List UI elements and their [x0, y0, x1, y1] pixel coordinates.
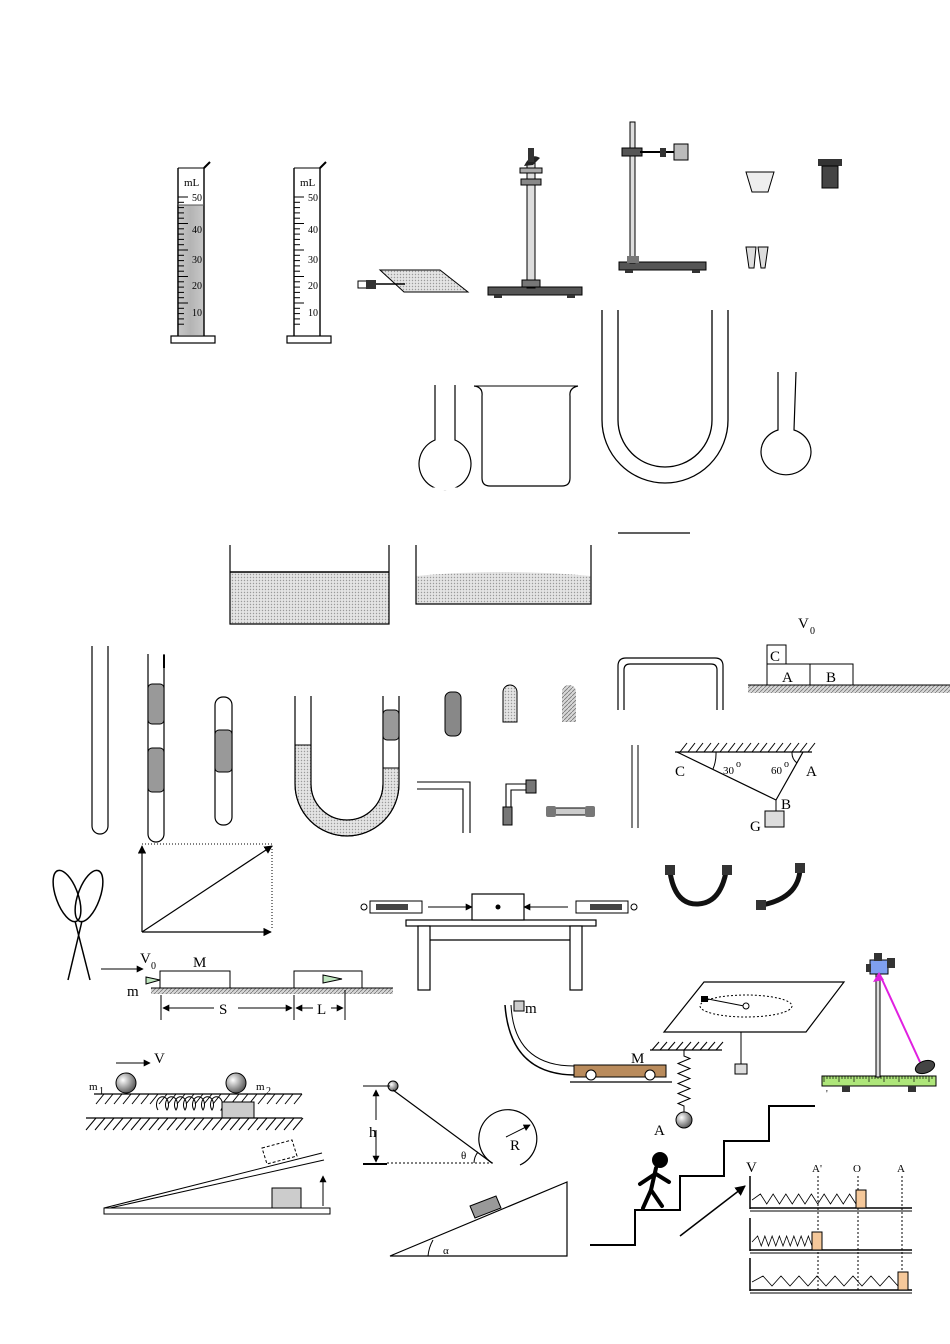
small-u-tube-with-liquid	[294, 696, 400, 837]
osc-a-prime: A'	[812, 1163, 822, 1175]
measuring-cylinder-empty: mL 50 40 30 20 10	[286, 161, 332, 344]
ball-m1-sub: 1	[99, 1086, 104, 1097]
large-u-tube	[601, 310, 729, 534]
cyl-right-tick-50: 50	[308, 193, 318, 204]
ball-m1: m	[89, 1081, 98, 1093]
cyl-left-tick-10: 10	[192, 308, 202, 319]
block-b-label: B	[826, 670, 836, 686]
svg-text:': '	[826, 1089, 828, 1100]
hanging-spring-ball: A	[650, 1041, 724, 1139]
curved-track-cart: m M	[504, 1000, 672, 1083]
tri-deg-60: o	[784, 759, 789, 770]
slide-dist-s: S	[219, 1002, 227, 1018]
osc-a: A	[897, 1163, 905, 1175]
inclined-board	[103, 1139, 331, 1215]
iron-stand-with-arm	[618, 121, 707, 273]
cyl-right-unit: mL	[300, 177, 316, 189]
blocks-v0-sub: 0	[810, 626, 815, 637]
incline-alpha: α	[443, 1245, 449, 1257]
cyl-left-tick-20: 20	[192, 281, 202, 292]
slide-mass-m: m	[127, 984, 139, 1000]
beaker	[473, 385, 579, 487]
osc-o: O	[853, 1163, 861, 1175]
block-c-label: C	[770, 649, 780, 665]
osc-v: V	[746, 1160, 757, 1176]
spring-a: A	[654, 1123, 665, 1139]
pendulum-stand	[821, 953, 937, 1092]
block-a-label: A	[782, 670, 793, 686]
ramp-h: h	[369, 1125, 377, 1141]
cyl-right-tick-20: 20	[308, 281, 318, 292]
inverted-u-tube	[617, 657, 724, 828]
sliding-blocks-diagram: V 0 m M S L	[101, 951, 393, 1020]
tri-deg-30: o	[736, 759, 741, 770]
water-trough-left	[229, 545, 390, 625]
slide-v0: V	[140, 951, 151, 967]
tri-angle-30: 30	[723, 765, 735, 777]
tri-a: A	[806, 764, 817, 780]
tri-c: C	[675, 764, 685, 780]
blocks-v0: V	[798, 616, 809, 632]
cyl-left-tick-40: 40	[192, 225, 202, 236]
tri-g: G	[750, 819, 761, 835]
cyl-left-unit: mL	[184, 177, 200, 189]
spring-scales-table	[360, 893, 638, 991]
cart-M: M	[631, 1051, 644, 1067]
triangle-suspension-diagram: C A B G 30 o 60 o	[675, 742, 817, 835]
cyl-left-tick-50: 50	[192, 193, 202, 204]
stairs-runner	[590, 1105, 815, 1246]
incline-block-diagram: α	[389, 1181, 568, 1257]
ramp-loop-diagram: h θ R	[363, 1080, 538, 1166]
slide-v0-sub: 0	[151, 961, 156, 972]
rubber-stoppers	[745, 159, 842, 269]
tongs	[52, 869, 104, 981]
linear-graph	[137, 843, 273, 937]
ramp-theta: θ	[461, 1150, 466, 1162]
cyl-left-tick-30: 30	[192, 255, 202, 266]
test-tube-empty	[91, 646, 109, 835]
slide-mass-M: M	[193, 955, 206, 971]
small-objects-cylinders	[444, 684, 576, 737]
slide-dist-l: L	[317, 1002, 326, 1018]
spring-collision-diagram: V m 1 m 2	[85, 1051, 304, 1131]
bent-glass-tubes	[417, 779, 595, 833]
ball-m2-sub: 2	[266, 1086, 271, 1097]
sealed-tube-with-column	[214, 696, 233, 826]
cyl-right-tick-30: 30	[308, 255, 318, 266]
tri-b: B	[781, 797, 791, 813]
round-bottom-flask-right	[760, 371, 812, 476]
ball-m2: m	[256, 1081, 265, 1093]
stacked-blocks-diagram: V 0 C A B	[748, 616, 950, 693]
retort-stand-with-clamp	[487, 148, 583, 298]
track-m: m	[525, 1001, 537, 1017]
balls-v: V	[154, 1051, 165, 1067]
ramp-r: R	[510, 1138, 520, 1154]
cyl-right-tick-10: 10	[308, 308, 318, 319]
measuring-cylinder-filled: mL 50 40 30 20 10	[170, 161, 216, 344]
water-trough-right	[415, 545, 592, 605]
tube-with-mercury-columns	[147, 654, 165, 843]
rotating-disk-diagram	[662, 981, 846, 1075]
rubber-hoses	[665, 863, 805, 910]
wire-gauze	[357, 269, 470, 293]
spring-oscillator-diagram: V A' O A	[746, 1160, 912, 1294]
cyl-right-tick-40: 40	[308, 225, 318, 236]
tri-angle-60: 60	[771, 765, 783, 777]
round-bottom-flask-left	[414, 385, 472, 491]
